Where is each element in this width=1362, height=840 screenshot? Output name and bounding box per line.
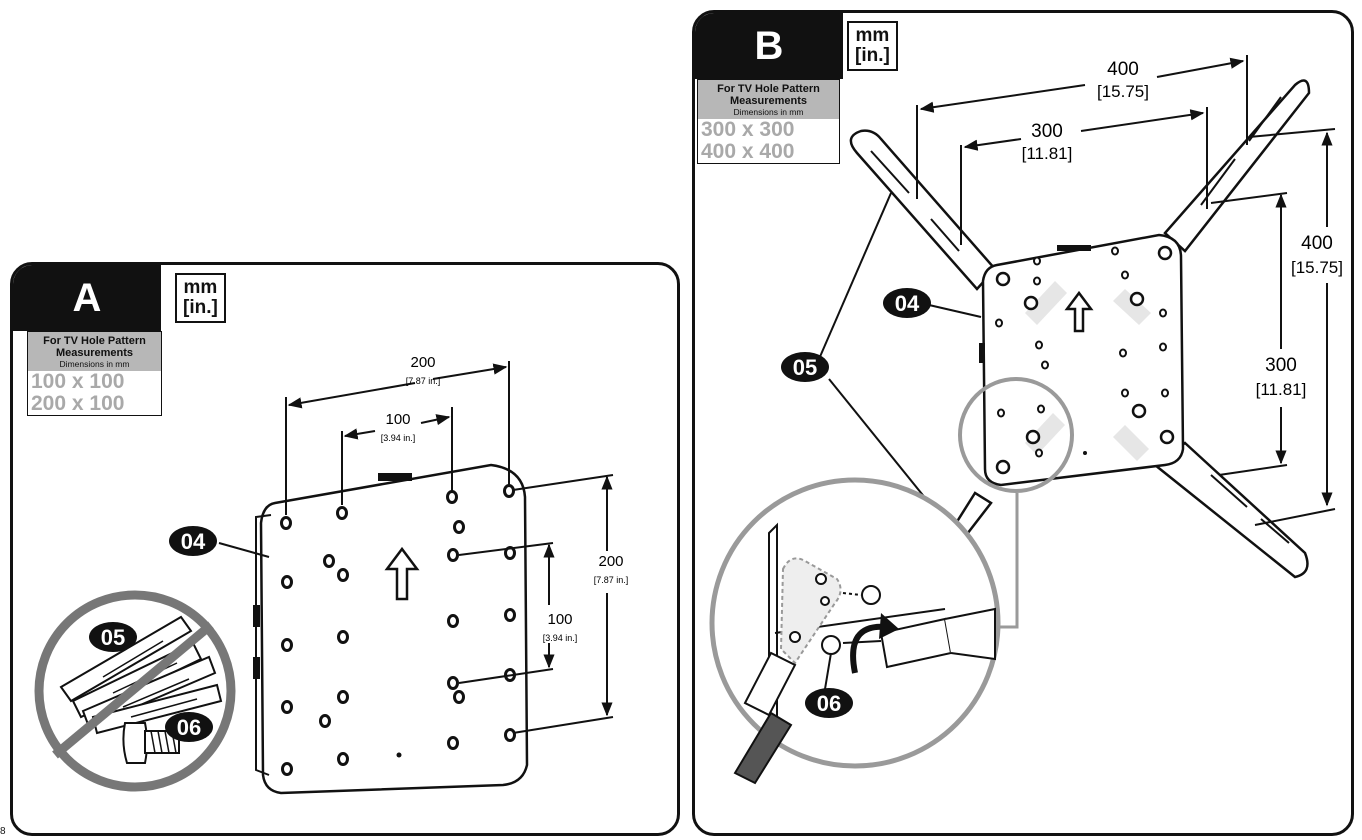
- svg-text:04: 04: [895, 291, 920, 316]
- svg-text:06: 06: [817, 691, 841, 716]
- dim-width-300: 300: [1031, 121, 1063, 142]
- arm-top-left: [849, 129, 997, 291]
- callout-05: 05: [89, 622, 137, 652]
- callout-06: 06: [805, 652, 853, 718]
- svg-text:05: 05: [101, 625, 125, 650]
- dimension-lines: [916, 55, 1336, 526]
- arm-top-right: [1163, 79, 1311, 253]
- panel-a-hole-pattern-box: For TV Hole Pattern Measurements Dimensi…: [27, 331, 162, 416]
- dim-height-100: 100: [547, 611, 572, 628]
- size-300x300: 300 x 300: [701, 118, 795, 141]
- dimension-labels: 400 [15.75] 300 [11.81] 400 [15.75] 300 …: [1022, 59, 1343, 399]
- panel-a-letter: A: [13, 265, 161, 331]
- panel-b-letter: B: [695, 13, 843, 79]
- mounting-plate: [253, 463, 529, 795]
- units-in: [in.]: [855, 45, 890, 66]
- zoom-callout: 06: [709, 377, 1074, 785]
- zoom-detail-circle: [709, 477, 1001, 769]
- bracket-arms: [849, 79, 1311, 579]
- svg-text:04: 04: [181, 529, 206, 554]
- not-needed-parts: 05 06: [34, 590, 236, 792]
- hole-pattern-title-1: For TV Hole Pattern: [43, 335, 146, 347]
- dim-height-100-in: [3.94 in.]: [543, 633, 578, 643]
- svg-text:06: 06: [177, 715, 201, 740]
- callout-05: 05: [781, 352, 829, 382]
- dim-width-300-in: [11.81]: [1022, 144, 1073, 163]
- units-mm: mm: [855, 25, 890, 46]
- svg-text:05: 05: [793, 355, 817, 380]
- hole-pattern-title-2: Measurements: [729, 95, 808, 107]
- size-400x400: 400 x 400: [701, 140, 795, 163]
- dim-height-200: 200: [598, 553, 623, 570]
- size-200x100: 200 x 100: [31, 392, 125, 415]
- callout-04: 04: [883, 288, 931, 318]
- dim-width-400: 400: [1107, 59, 1139, 80]
- mounting-plate: [979, 233, 1185, 487]
- dim-width-200-in: [7.87 in.]: [406, 376, 441, 386]
- hole-pattern-title-1: For TV Hole Pattern: [717, 83, 820, 95]
- dimension-labels: 200 [7.87 in.] 100 [3.94 in.] 200 [7.87 …: [381, 354, 629, 643]
- dim-height-300: 300: [1265, 355, 1297, 376]
- hole-pattern-subtitle: Dimensions in mm: [59, 359, 130, 369]
- dim-height-200-in: [7.87 in.]: [594, 575, 629, 585]
- size-100x100: 100 x 100: [31, 370, 125, 393]
- panel-a-illustration: 200 [7.87 in.] 100 [3.94 in.] 200 [7.87 …: [34, 354, 629, 795]
- panel-b-units-box: mm [in.]: [847, 21, 898, 71]
- units-in: [in.]: [183, 297, 218, 318]
- hole-pattern-subtitle: Dimensions in mm: [733, 107, 804, 117]
- panel-a: A mm [in.] For TV Hole Pattern Measureme…: [10, 262, 680, 836]
- prohibited-slash: [52, 621, 214, 759]
- hole-pattern-header: For TV Hole Pattern Measurements Dimensi…: [698, 80, 839, 119]
- rotate-arrow-icon: [850, 623, 888, 674]
- dim-height-400: 400: [1301, 233, 1333, 254]
- hole-pattern-title-2: Measurements: [55, 347, 134, 359]
- page-number: 8: [0, 826, 6, 837]
- dim-height-400-in: [15.75]: [1291, 258, 1343, 277]
- dim-width-100: 100: [385, 411, 410, 428]
- panel-b: B mm [in.] For TV Hole Pattern Measureme…: [692, 10, 1354, 836]
- dim-height-300-in: [11.81]: [1256, 380, 1307, 399]
- dim-width-200: 200: [410, 354, 435, 371]
- plate-hole: [280, 516, 292, 530]
- dimension-lines: [285, 361, 614, 734]
- dim-width-400-in: [15.75]: [1097, 82, 1149, 101]
- zoom-source-circle: [958, 377, 1074, 493]
- units-mm: mm: [183, 277, 218, 298]
- arm-bottom-right: [1152, 441, 1309, 579]
- panel-a-units-box: mm [in.]: [175, 273, 226, 323]
- callout-06: 06: [165, 712, 213, 742]
- callout-04: 04: [169, 526, 217, 556]
- panel-b-illustration: 400 [15.75] 300 [11.81] 400 [15.75] 300 …: [709, 55, 1343, 785]
- hole-pattern-header: For TV Hole Pattern Measurements Dimensi…: [28, 332, 161, 371]
- panel-b-hole-pattern-box: For TV Hole Pattern Measurements Dimensi…: [697, 79, 840, 164]
- dim-width-100-in: [3.94 in.]: [381, 433, 416, 443]
